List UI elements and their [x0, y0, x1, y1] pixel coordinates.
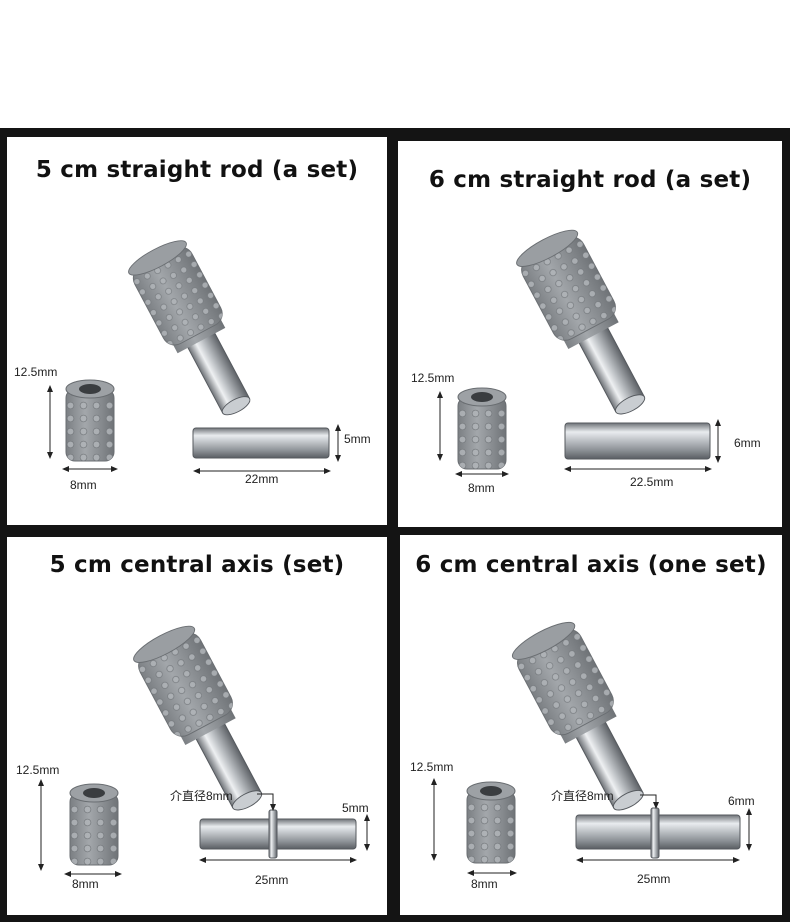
panel-5cm-straight-rod: 5 cm straight rod (a set) 12.5mm 8mm 5mm… [7, 137, 387, 525]
rod-diameter-label: 5mm [344, 432, 371, 446]
rod-diameter-label: 6mm [734, 436, 761, 450]
panel-title: 6 cm straight rod (a set) [428, 167, 752, 193]
panel-title: 5 cm straight rod (a set) [35, 157, 359, 183]
collar-diameter-label: 介直径8mm [551, 789, 614, 803]
sleeve-width-label: 8mm [468, 481, 495, 495]
product-photo [38, 619, 370, 877]
sleeve-width-label: 8mm [70, 478, 97, 492]
panel-title: 5 cm central axis (set) [49, 552, 345, 578]
height-label: 12.5mm [14, 365, 58, 379]
rod-length-label: 22mm [245, 472, 279, 486]
product-photo [47, 234, 341, 474]
rod-diameter-label: 5mm [342, 801, 369, 815]
rod-length-label: 25mm [637, 872, 671, 886]
product-photo [437, 223, 721, 477]
rod-length-label: 22.5mm [630, 475, 674, 489]
panel-5cm-central-axis: 5 cm central axis (set) 12.5mm 8mm 介直径8m… [7, 537, 387, 915]
rod-diameter-label: 6mm [728, 794, 755, 808]
height-label: 12.5mm [16, 763, 60, 777]
collar-diameter-label: 介直径8mm [170, 789, 233, 803]
sleeve-width-label: 8mm [72, 877, 99, 891]
height-label: 12.5mm [411, 371, 455, 385]
rod-length-label: 25mm [255, 873, 289, 887]
panel-6cm-central-axis: 6 cm central axis (one set) 12.5mm 8mm 介… [400, 535, 782, 915]
product-photo [431, 615, 752, 876]
height-label: 12.5mm [410, 760, 454, 774]
sleeve-width-label: 8mm [471, 877, 498, 891]
panel-title: 6 cm central axis (one set) [415, 552, 767, 578]
panel-6cm-straight-rod: 6 cm straight rod (a set) 12.5mm 8mm 6mm… [398, 141, 782, 527]
